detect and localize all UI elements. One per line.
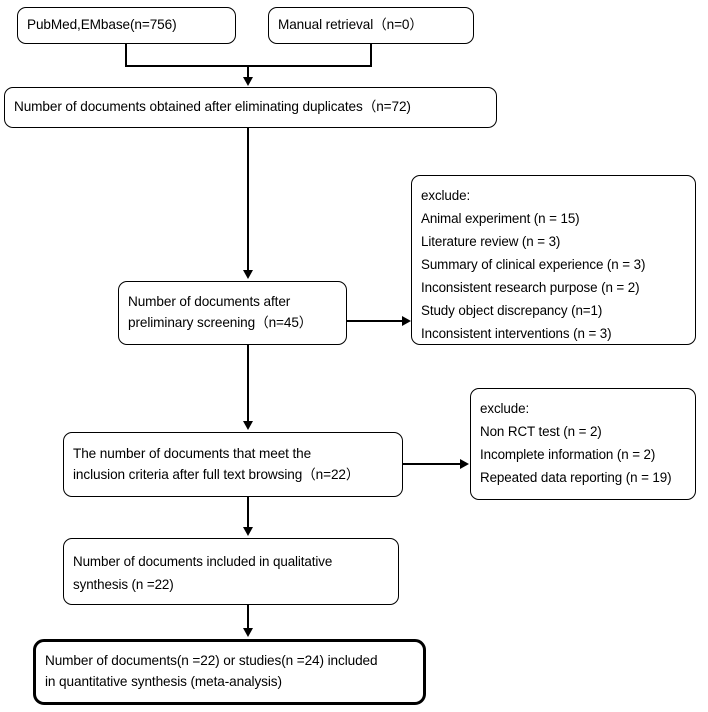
node-exclude-screening-line-4: Summary of clinical experience (n = 3) bbox=[421, 257, 646, 273]
node-full-text-included-line-2: inclusion criteria after full text brows… bbox=[73, 466, 360, 482]
node-deduplicated-line-1: Number of documents obtained after elimi… bbox=[14, 99, 411, 115]
node-preliminary-screening: Number of documents after preliminary sc… bbox=[118, 281, 347, 345]
node-qualitative-synthesis-line-1: Number of documents included in qualitat… bbox=[73, 554, 333, 569]
node-quantitative-synthesis-line-1: Number of documents(n =22) or studies(n … bbox=[45, 653, 378, 669]
node-exclude-screening-line-6: Study object discrepancy (n=1) bbox=[421, 303, 603, 319]
connector-join-to-dedup bbox=[247, 65, 249, 78]
node-exclude-fulltext-line-4: Repeated data reporting (n = 19) bbox=[480, 470, 672, 486]
node-preliminary-screening-line-1: Number of documents after bbox=[128, 294, 291, 310]
connector-screening-to-fulltext bbox=[247, 345, 249, 422]
node-exclude-screening: exclude: Animal experiment (n = 15) Lite… bbox=[411, 175, 696, 345]
arrowhead-to-qualitative bbox=[242, 527, 253, 536]
arrowhead-to-exclusions-screening bbox=[402, 315, 411, 326]
node-exclude-fulltext: exclude: Non RCT test (n = 2) Incomplete… bbox=[470, 388, 696, 500]
arrowhead-to-dedup bbox=[242, 77, 253, 86]
connector-manual-down bbox=[370, 43, 372, 67]
node-exclude-screening-line-5: Inconsistent research purpose (n = 2) bbox=[421, 280, 640, 296]
connector-database-down bbox=[125, 43, 127, 67]
connector-screening-to-exclusions bbox=[347, 320, 403, 322]
arrowhead-to-fulltext bbox=[242, 421, 253, 430]
node-exclude-fulltext-line-2: Non RCT test (n = 2) bbox=[480, 424, 602, 440]
node-exclude-screening-line-2: Animal experiment (n = 15) bbox=[421, 211, 580, 227]
arrowhead-to-exclusions-fulltext bbox=[460, 458, 469, 469]
node-exclude-screening-line-7: Inconsistent interventions (n = 3) bbox=[421, 326, 612, 342]
node-preliminary-screening-line-2: preliminary screening（n=45） bbox=[128, 315, 313, 330]
connector-qualitative-to-quantitative bbox=[247, 605, 249, 629]
arrowhead-to-screening bbox=[242, 270, 253, 279]
node-deduplicated: Number of documents obtained after elimi… bbox=[4, 87, 497, 128]
node-exclude-fulltext-line-1: exclude: bbox=[480, 401, 530, 416]
node-qualitative-synthesis: Number of documents included in qualitat… bbox=[63, 538, 399, 605]
node-source-database-line-1: PubMed,EMbase(n=756) bbox=[27, 17, 177, 33]
connector-dedup-to-screening bbox=[247, 127, 249, 270]
node-full-text-included-line-1: The number of documents that meet the bbox=[73, 445, 312, 461]
node-quantitative-synthesis: Number of documents(n =22) or studies(n … bbox=[33, 639, 426, 705]
connector-fulltext-to-qualitative bbox=[247, 497, 249, 527]
node-qualitative-synthesis-line-2: synthesis (n =22) bbox=[73, 577, 174, 593]
node-source-database: PubMed,EMbase(n=756) bbox=[17, 7, 236, 44]
node-source-manual-line-1: Manual retrieval（n=0） bbox=[278, 17, 423, 33]
node-exclude-fulltext-line-3: Incomplete information (n = 2) bbox=[480, 447, 656, 463]
arrowhead-to-quantitative bbox=[242, 628, 253, 637]
node-exclude-screening-line-1: exclude: bbox=[421, 188, 471, 203]
node-full-text-included: The number of documents that meet the in… bbox=[63, 432, 403, 497]
node-exclude-screening-line-3: Literature review (n = 3) bbox=[421, 234, 561, 250]
node-source-manual: Manual retrieval（n=0） bbox=[268, 7, 474, 44]
node-quantitative-synthesis-line-2: in quantitative synthesis (meta-analysis… bbox=[45, 674, 282, 689]
connector-fulltext-to-exclusions bbox=[403, 463, 461, 465]
